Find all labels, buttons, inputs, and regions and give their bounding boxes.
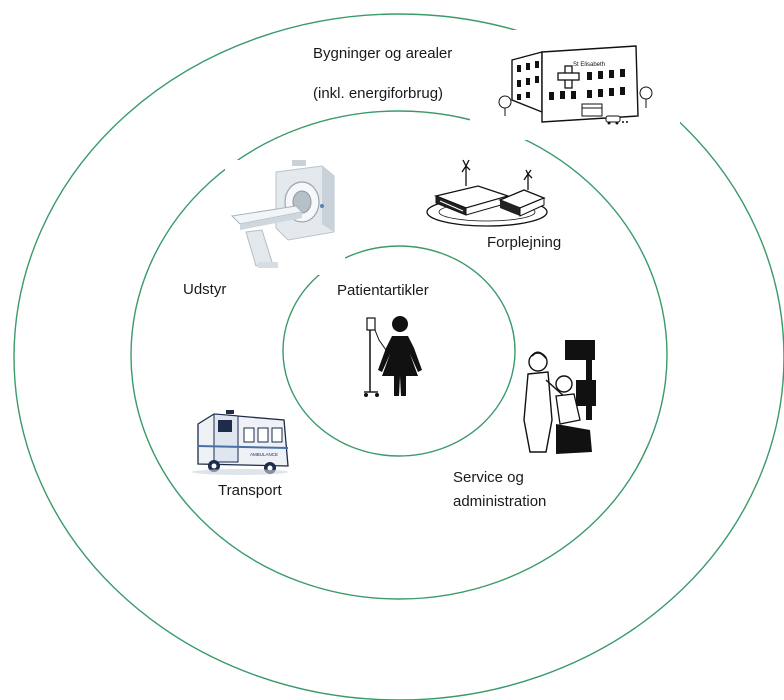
hospital-sign-text: St Elisabeth (573, 62, 605, 68)
patient-with-iv-icon (364, 316, 422, 397)
label-service-line1: Service og (453, 469, 524, 486)
label-buildings-line2: (inkl. energiforbrug) (313, 85, 443, 102)
label-buildings-line1: Bygninger og arealer (313, 45, 452, 62)
inner-ring (282, 245, 516, 457)
middle-ring (130, 110, 668, 600)
label-patient-articles: Patientartikler (337, 282, 429, 299)
sandwich-plate-icon (426, 159, 548, 227)
label-transport: Transport (218, 482, 282, 499)
ct-scanner-icon (225, 160, 345, 275)
ambulance-text: AMBULANCE (250, 452, 278, 457)
hospital-building-icon: St Elisabeth (470, 30, 680, 140)
label-food: Forplejning (487, 234, 561, 251)
ambulance-icon: AMBULANCE (192, 410, 289, 475)
label-equipment: Udstyr (183, 281, 226, 298)
label-service-line2: administration (453, 493, 546, 510)
nurse-computer-icon (518, 338, 600, 458)
outer-ring (13, 13, 784, 700)
